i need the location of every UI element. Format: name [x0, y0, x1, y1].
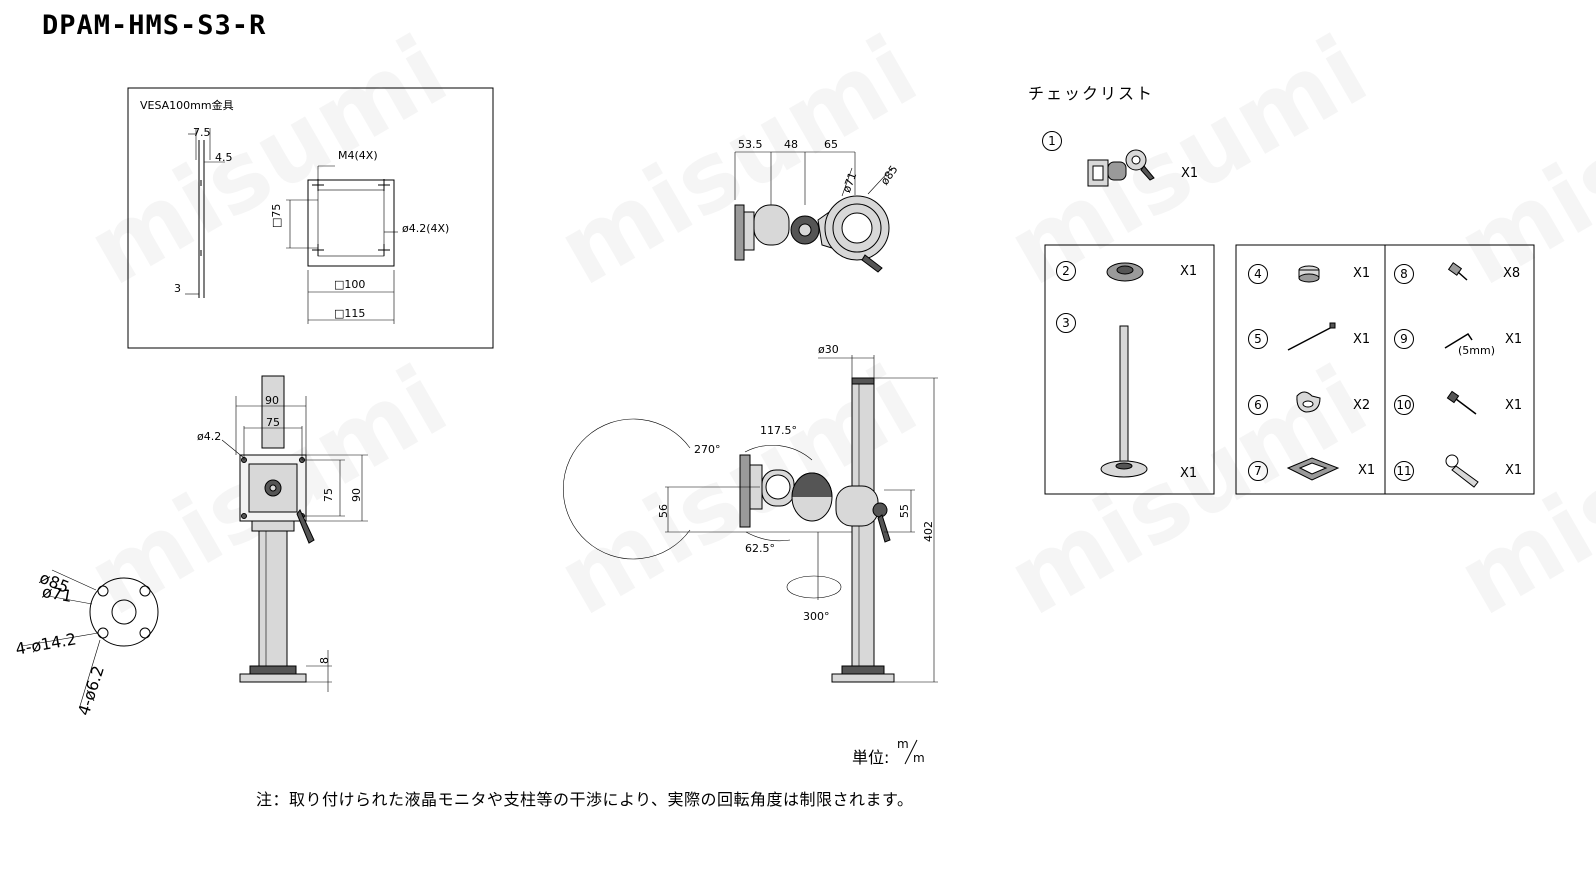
item-4-qty: X1	[1353, 266, 1371, 281]
item-5-number: 5	[1248, 329, 1268, 349]
item-2-qty: X1	[1180, 264, 1198, 279]
item-1-number: 1	[1042, 131, 1062, 151]
unit-label: 単位:	[852, 748, 890, 767]
side-view-arm	[563, 355, 938, 683]
dim-75-top: 75	[266, 416, 280, 429]
item-10-qty: X1	[1505, 398, 1523, 413]
item-6-number: 6	[1248, 395, 1268, 415]
item-7-number: 7	[1248, 461, 1268, 481]
front-view-stand	[221, 375, 368, 692]
angle-270: 270°	[694, 443, 721, 456]
dim-hole-4-2-front: ø4.2	[197, 430, 222, 443]
checklist-title: チェックリスト	[1028, 84, 1155, 103]
dim-402: 402	[922, 521, 935, 542]
dim-square-100: □100	[334, 278, 366, 291]
dim-m4: M4(4X)	[338, 149, 378, 162]
dim-square-115: □115	[334, 307, 366, 320]
vesa-frame	[127, 87, 494, 349]
item-3-number: 3	[1056, 313, 1076, 333]
dim-square-75: □75	[270, 203, 283, 228]
wrench-size: (5mm)	[1458, 344, 1496, 357]
dim-53-5: 53.5	[738, 138, 763, 151]
item-9-qty: X1	[1505, 332, 1523, 347]
base-plate-view	[21, 569, 159, 707]
item-11-number: 11	[1394, 461, 1414, 481]
item-8-number: 8	[1394, 264, 1414, 284]
dim-65: 65	[824, 138, 838, 151]
item-2-number: 2	[1056, 261, 1076, 281]
dim-dia-30: ø30	[818, 343, 839, 356]
dim-75-side: 75	[322, 488, 335, 502]
item-3-qty: X1	[1180, 466, 1198, 481]
item-9-number: 9	[1394, 329, 1414, 349]
unit-slash	[904, 739, 918, 765]
dim-4-5: 4.5	[215, 151, 233, 164]
item-5-qty: X1	[1353, 332, 1371, 347]
angle-117-5: 117.5°	[760, 424, 797, 437]
top-view-arm	[734, 151, 893, 273]
angle-300: 300°	[803, 610, 830, 623]
item-8-qty: X8	[1503, 266, 1521, 281]
item-11-qty: X1	[1505, 463, 1523, 478]
item-1-qty: X1	[1181, 166, 1199, 181]
note-text: 注：取り付けられた液晶モニタや支柱等の干渉により、実際の回転角度は制限されます。	[256, 790, 914, 809]
item-10-number: 10	[1394, 395, 1414, 415]
dim-48: 48	[784, 138, 798, 151]
item-7-qty: X1	[1358, 463, 1376, 478]
dim-90-top: 90	[265, 394, 279, 407]
item-4-number: 4	[1248, 264, 1268, 284]
unit-m-top: m	[897, 737, 909, 751]
dim-55: 55	[898, 504, 911, 518]
drawing-title: DPAM-HMS-S3-R	[42, 10, 267, 41]
dim-hole-4-2: ø4.2(4X)	[402, 222, 450, 235]
dim-3: 3	[174, 282, 181, 295]
dim-56: 56	[657, 504, 670, 518]
checklist-graphics	[1044, 149, 1535, 495]
item-6-qty: X2	[1353, 398, 1371, 413]
dim-90-side: 90	[350, 488, 363, 502]
vesa-label: VESA100mm金具	[140, 99, 234, 112]
dim-8: 8	[318, 657, 331, 664]
dim-7-5: 7.5	[193, 126, 211, 139]
angle-62-5: 62.5°	[745, 542, 775, 555]
unit-m-bottom: m	[913, 751, 925, 765]
